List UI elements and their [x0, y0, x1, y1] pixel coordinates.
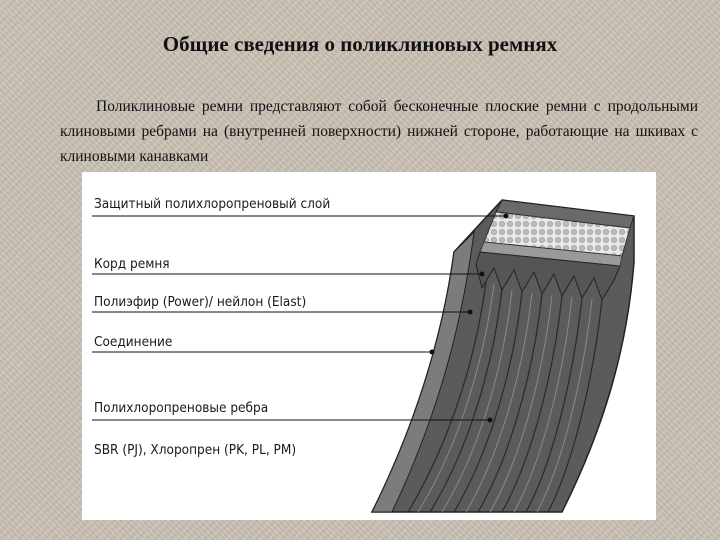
- belt-diagram: Защитный полихлоропреновый слой Корд рем…: [82, 172, 656, 520]
- rib-profile: [475, 251, 621, 302]
- belt-cross-section: Защитный полихлоропреновый слой Корд рем…: [92, 196, 635, 513]
- leader-lines: [92, 215, 506, 421]
- belt-side-face: [371, 230, 475, 513]
- label-adhesion: Соединение: [94, 334, 172, 350]
- label-cord-material: Полиэфир (Power)/ нейлон (Elast): [94, 294, 306, 310]
- label-cord: Корд ремня: [94, 256, 170, 272]
- intro-paragraph: Поликлиновые ремни представляют собой бе…: [60, 98, 698, 165]
- label-protective-layer: Защитный полихлоропреновый слой: [94, 196, 330, 212]
- page-title: Общие сведения о поликлиновых ремнях: [162, 32, 558, 56]
- label-ribs: Полихлоропреновые ребра: [94, 400, 268, 416]
- label-rib-material: SBR (PJ), Хлоропрен (PK, PL, PM): [94, 442, 296, 458]
- rib-highlights: [417, 283, 593, 513]
- ribs: [407, 281, 603, 513]
- leader-dots: [429, 213, 509, 423]
